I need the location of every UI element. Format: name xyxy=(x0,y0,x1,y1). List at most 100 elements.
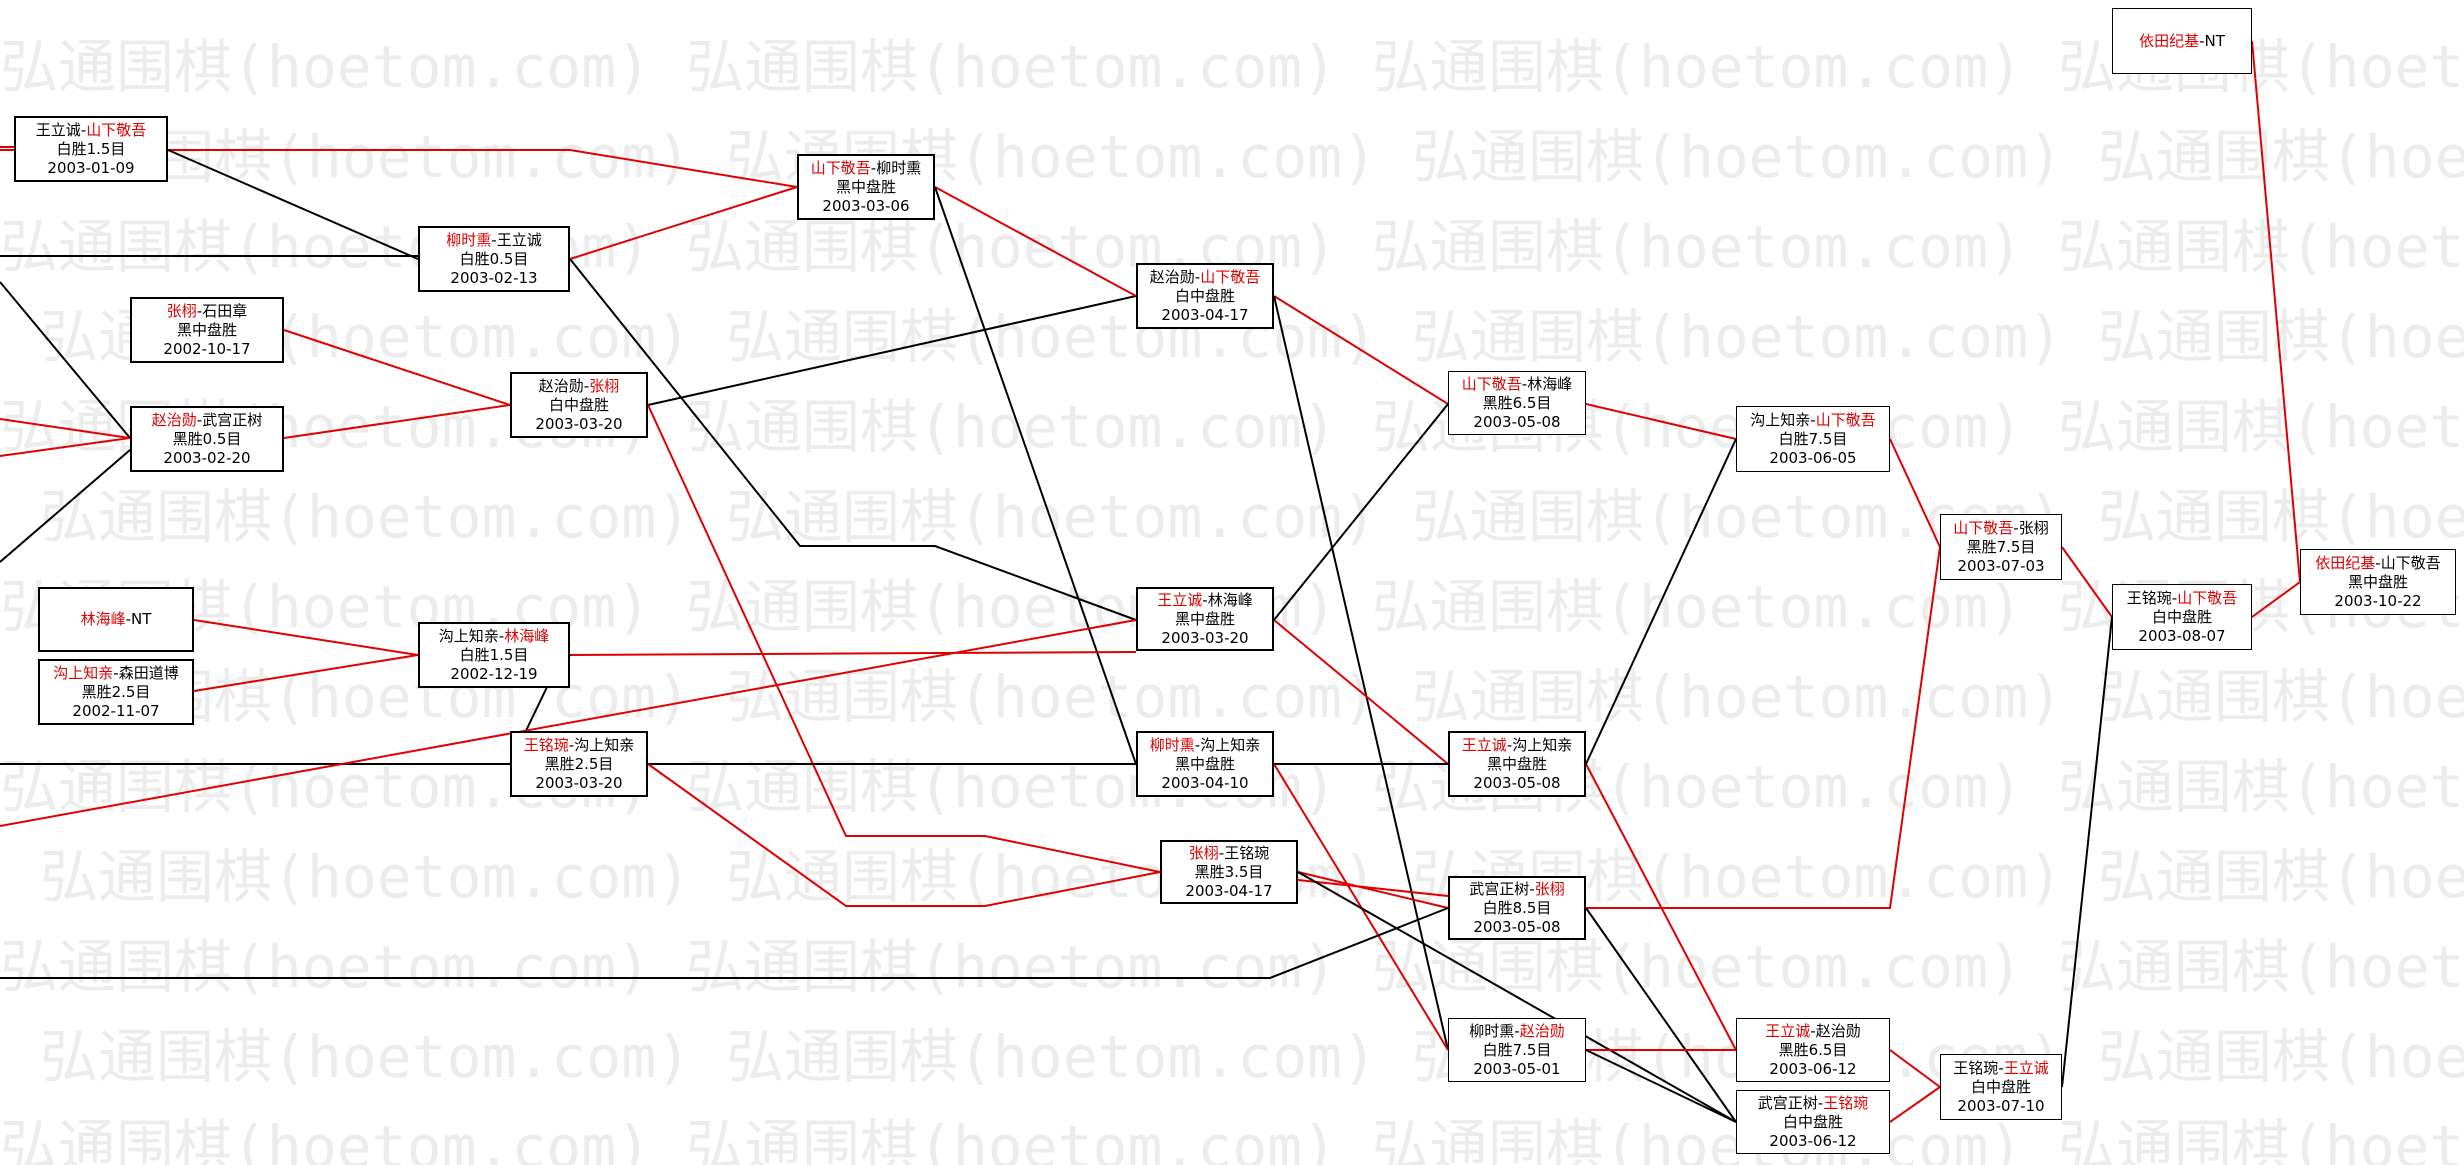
player-separator: - xyxy=(1506,735,1513,754)
game-date: 2003-02-13 xyxy=(450,268,538,287)
player-white: 赵治勋 xyxy=(1519,1021,1565,1040)
player-separator: - xyxy=(2171,588,2178,607)
game-date: 2003-01-09 xyxy=(47,158,135,177)
game-result: 黑中盘胜 xyxy=(1174,609,1235,628)
game-date: 2003-06-12 xyxy=(1769,1059,1857,1078)
game-date: 2003-06-12 xyxy=(1769,1131,1857,1150)
player-white: 森田道博 xyxy=(118,663,179,682)
game-date: 2003-05-08 xyxy=(1473,412,1561,431)
winner-connector xyxy=(2251,581,2301,618)
loser-connector xyxy=(2061,616,2113,1088)
player-white: 王铭琬 xyxy=(1823,1093,1869,1112)
game-players: 王立诚-山下敬吾 xyxy=(36,121,146,140)
player-black: 武宫正树 xyxy=(1469,879,1530,898)
player-black: 依田纪基 xyxy=(2139,31,2200,50)
game-result: 黑胜6.5目 xyxy=(1778,1040,1848,1059)
game-node[interactable]: 依田纪基-NT xyxy=(2112,8,2252,74)
loser-connector xyxy=(1273,403,1449,621)
loser-connector xyxy=(0,907,1449,979)
winner-connector xyxy=(1586,546,1941,909)
player-separator: - xyxy=(870,158,877,177)
winner-connector xyxy=(193,654,419,692)
winner-connector xyxy=(2061,546,2113,618)
player-white: 林海峰 xyxy=(504,626,550,645)
game-players: 武宫正树-王铭琬 xyxy=(1758,1094,1868,1113)
game-date: 2003-03-06 xyxy=(822,196,910,215)
player-black: 王立诚 xyxy=(1157,590,1203,609)
player-white: 林海峰 xyxy=(1207,590,1253,609)
game-players: 依田纪基-山下敬吾 xyxy=(2315,554,2440,573)
winner-connector xyxy=(2251,40,2301,583)
player-white: 沟上知亲 xyxy=(574,735,635,754)
game-result: 黑中盘胜 xyxy=(2347,572,2408,591)
game-result: 白胜8.5目 xyxy=(1482,898,1552,917)
player-white: 武宫正树 xyxy=(202,410,263,429)
player-black: 沟上知亲 xyxy=(53,663,114,682)
game-date: 2003-04-17 xyxy=(1161,305,1249,324)
player-black: 柳时熏 xyxy=(1469,1021,1515,1040)
player-white: 石田章 xyxy=(202,301,248,320)
player-white: 赵治勋 xyxy=(1815,1021,1861,1040)
winner-connector xyxy=(1297,871,1449,909)
game-players: 沟上知亲-林海峰 xyxy=(439,627,549,646)
loser-connector xyxy=(1585,907,1737,1123)
player-black: 赵治勋 xyxy=(151,410,197,429)
player-black: 武宫正树 xyxy=(1757,1093,1818,1112)
game-players: 王铭琬-山下敬吾 xyxy=(2127,589,2237,608)
winner-connector xyxy=(1297,879,1449,897)
game-date: 2003-03-20 xyxy=(535,773,623,792)
game-players: 山下敬吾-张栩 xyxy=(1953,519,2048,538)
player-separator: - xyxy=(1521,374,1528,393)
game-result: 黑胜2.5目 xyxy=(81,682,151,701)
game-result: 白胜1.5目 xyxy=(56,139,126,158)
game-date: 2002-11-07 xyxy=(72,701,160,720)
game-date: 2002-12-19 xyxy=(450,664,538,683)
loser-connector xyxy=(647,295,1137,406)
player-white: NT xyxy=(131,610,152,628)
player-black: 沟上知亲 xyxy=(1750,410,1811,429)
player-black: 沟上知亲 xyxy=(438,626,499,645)
player-black: 王铭琬 xyxy=(523,735,569,754)
player-black: 山下敬吾 xyxy=(1461,374,1522,393)
player-separator: - xyxy=(583,376,590,395)
player-black: 张栩 xyxy=(166,301,197,320)
game-date: 2003-07-10 xyxy=(1957,1096,2045,1115)
winner-connector xyxy=(0,437,131,457)
winner-connector xyxy=(647,404,1161,873)
loser-connector xyxy=(0,281,131,439)
player-separator: - xyxy=(80,120,87,139)
game-players: 武宫正树-张栩 xyxy=(1469,880,1564,899)
game-node[interactable]: 林海峰-NT xyxy=(38,587,194,652)
game-players: 沟上知亲-森田道博 xyxy=(53,664,178,683)
game-date: 2002-10-17 xyxy=(163,339,251,358)
player-separator: - xyxy=(568,735,575,754)
game-players: 赵治勋-张栩 xyxy=(539,377,619,396)
player-separator: - xyxy=(1998,1058,2004,1077)
player-separator: - xyxy=(196,410,203,429)
